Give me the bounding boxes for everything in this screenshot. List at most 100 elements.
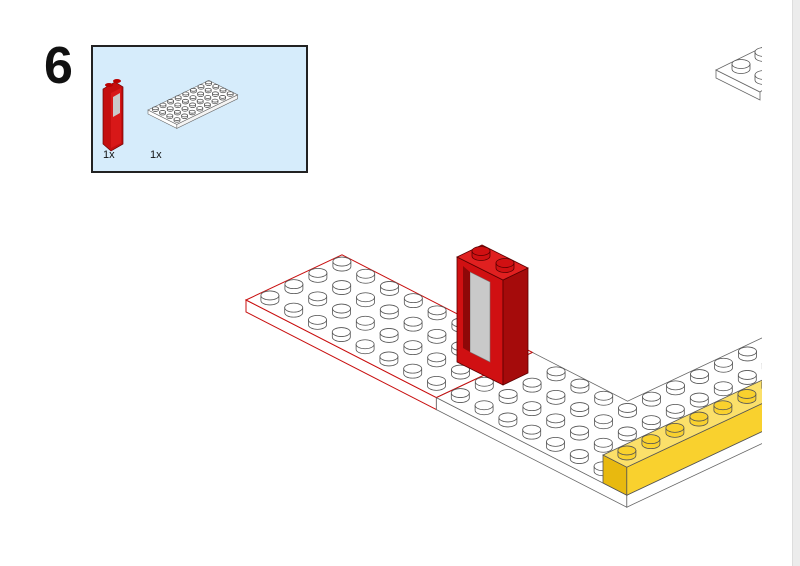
stud	[308, 314, 327, 330]
stud	[498, 389, 518, 404]
stud	[403, 363, 423, 379]
stud-top	[332, 280, 352, 290]
stud	[427, 375, 446, 391]
stud-top	[380, 281, 399, 291]
stud-top	[167, 99, 174, 103]
stud-top	[284, 279, 304, 290]
stud-top	[219, 95, 226, 99]
parts-callout: 1x 1x	[91, 45, 308, 173]
stud-top	[212, 84, 220, 88]
stud	[181, 113, 188, 119]
stud	[570, 402, 590, 417]
stud-top	[308, 314, 327, 325]
stud-side	[761, 363, 762, 370]
stud	[190, 87, 197, 94]
stud-top	[498, 412, 518, 423]
stud-top	[356, 268, 376, 279]
stud-top	[474, 376, 494, 387]
stud	[641, 434, 661, 450]
stud	[356, 292, 375, 308]
stud	[617, 445, 637, 461]
stud-top	[642, 391, 661, 402]
stud-top	[618, 403, 637, 413]
stud	[495, 258, 515, 273]
stud	[665, 422, 685, 438]
stud-top	[546, 389, 566, 400]
stud	[570, 378, 590, 394]
stud	[219, 95, 226, 101]
stud-top	[754, 70, 762, 80]
stud	[761, 362, 762, 370]
stud	[641, 415, 661, 431]
stud-top	[570, 425, 589, 436]
stud	[666, 380, 685, 396]
stud-top	[182, 91, 190, 96]
step-number: 6	[44, 37, 73, 95]
stud	[196, 106, 204, 112]
stud	[593, 437, 613, 453]
stud	[204, 102, 211, 108]
stud-top	[617, 426, 637, 437]
stud-top	[474, 400, 494, 411]
stud-top	[204, 102, 211, 107]
stud	[174, 109, 181, 116]
stud-top	[761, 385, 762, 389]
stud	[450, 388, 470, 403]
stud-top	[403, 340, 423, 351]
stud	[689, 392, 709, 408]
stud	[159, 102, 167, 109]
stud	[188, 109, 196, 116]
stud-top	[665, 422, 685, 433]
partial-plate-top-right	[715, 47, 762, 101]
stud	[173, 117, 181, 123]
base-plate-right	[626, 431, 762, 508]
stud	[332, 256, 352, 272]
stud	[331, 327, 351, 342]
stud-top	[379, 351, 399, 362]
stud-top	[754, 47, 762, 57]
stud	[754, 70, 762, 85]
stud	[167, 99, 174, 105]
stud	[166, 106, 174, 112]
stud	[182, 98, 189, 105]
stud-top	[166, 113, 174, 118]
stud-side	[763, 340, 781, 350]
stud-top	[332, 303, 351, 314]
stud-top	[159, 102, 167, 107]
stud	[713, 381, 733, 397]
stud-top	[498, 389, 518, 399]
stud	[260, 290, 280, 306]
stud	[738, 346, 757, 362]
stud-top	[174, 95, 182, 100]
page-edge-strip	[792, 0, 800, 566]
stud	[522, 401, 542, 417]
stud-top	[226, 91, 234, 96]
stud	[763, 336, 781, 350]
stud	[379, 328, 399, 343]
door-frame-part	[102, 79, 124, 152]
stud-top	[403, 316, 423, 327]
stud-top	[355, 315, 375, 326]
stud	[474, 376, 494, 392]
stud-top	[197, 84, 205, 88]
stud-top	[427, 375, 446, 386]
stud	[761, 381, 762, 390]
stud-top	[284, 302, 304, 313]
stud-top	[594, 390, 614, 401]
stud-top	[308, 267, 328, 278]
stud-top	[617, 445, 637, 456]
stud	[308, 267, 328, 283]
stud	[226, 91, 234, 97]
stud-top	[181, 113, 188, 118]
stud	[403, 293, 423, 309]
stud-top	[689, 392, 709, 403]
stud-top	[451, 364, 470, 375]
door-frame	[456, 244, 529, 386]
stud	[174, 95, 182, 101]
stud	[403, 316, 423, 332]
stud-top	[665, 403, 685, 414]
stud-top	[737, 370, 757, 380]
stud-top	[379, 328, 399, 338]
stud-top	[713, 381, 733, 392]
